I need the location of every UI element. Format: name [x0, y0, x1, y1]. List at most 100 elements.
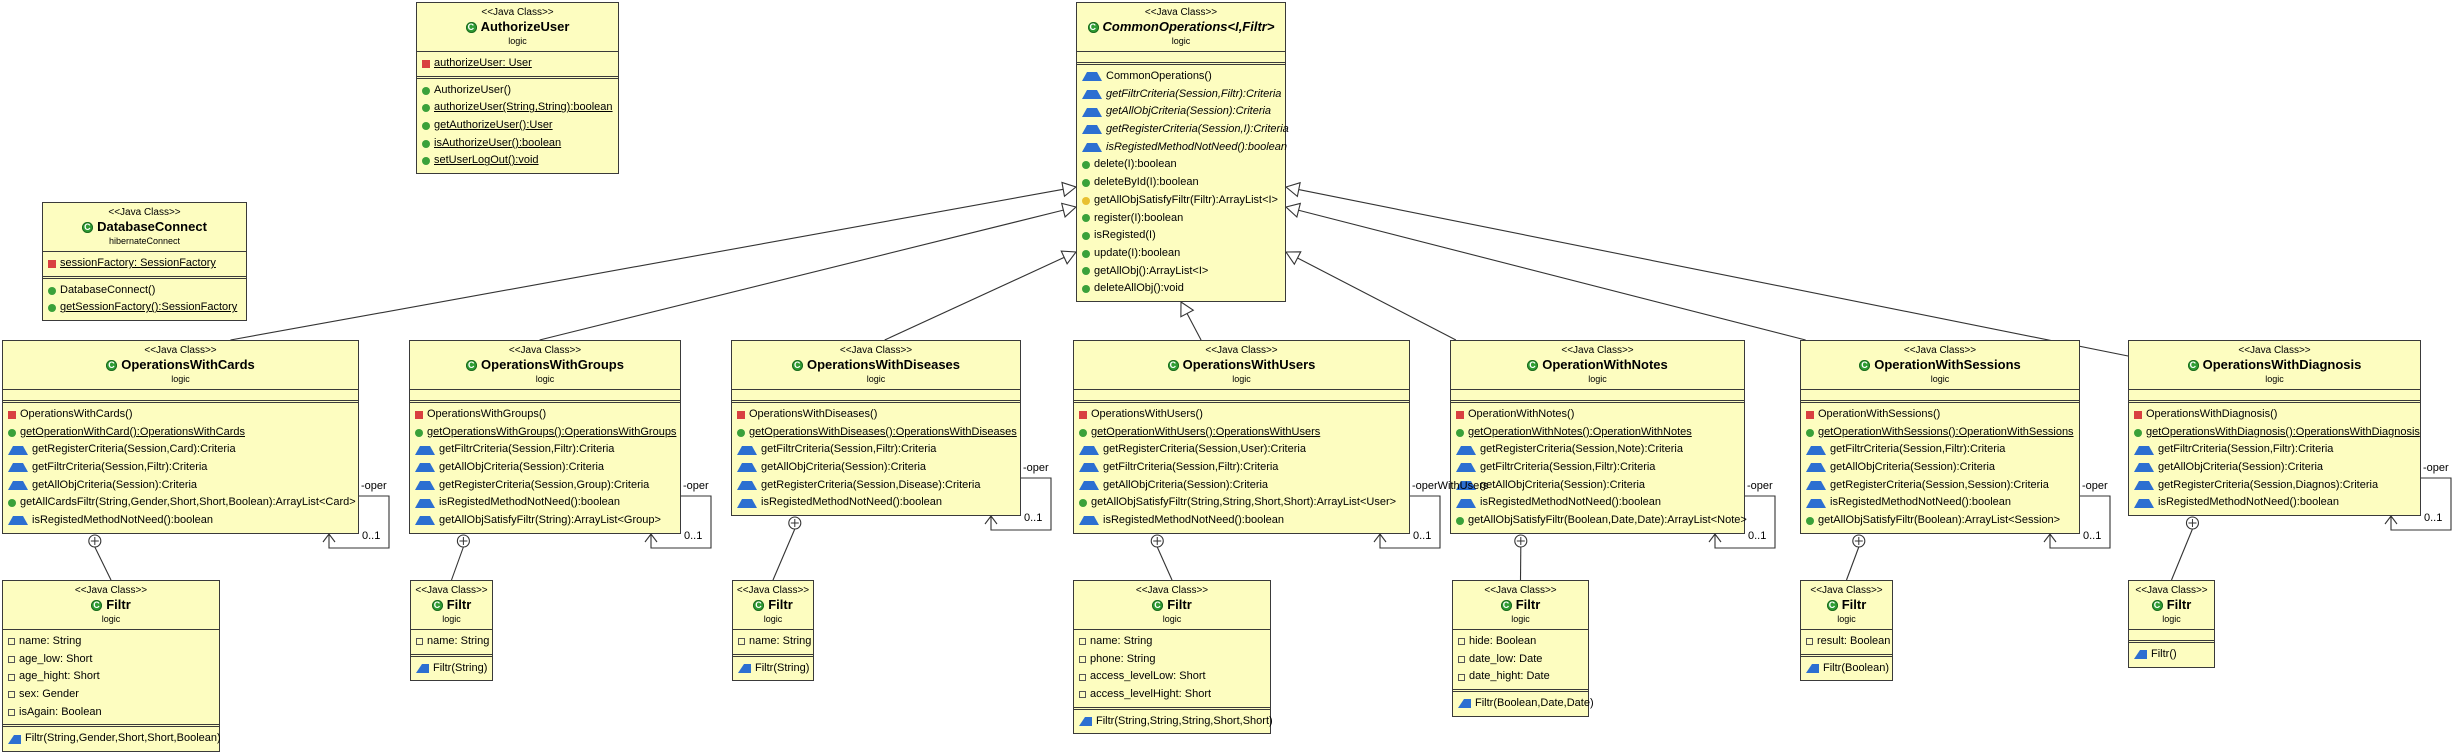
method-row: getOperationsWithDiagnosis():OperationsW… — [2129, 424, 2420, 442]
method-text: getAllObjCriteria(Session):Criteria — [32, 478, 198, 491]
method-text: isRegisted(I) — [1094, 229, 1156, 242]
class-name: OperationsWithGroups — [412, 357, 678, 373]
class-box-diagnosis[interactable]: <<Java Class>>OperationsWithDiagnosislog… — [2128, 340, 2421, 517]
method-text: getOperationsWithDiagnosis():OperationsW… — [2146, 425, 2420, 438]
public-method-icon — [1082, 232, 1090, 241]
method-row: getFiltrCriteria(Session,Filtr):Criteria — [410, 441, 680, 459]
field-row: result: Boolean — [1801, 633, 1892, 651]
field-row: sessionFactory: SessionFactory — [43, 255, 246, 273]
protected-method-icon — [1806, 481, 1826, 491]
protected-method-icon — [1456, 481, 1476, 491]
method-text: isRegistedMethodNotNeed():boolean — [1830, 496, 2011, 509]
protected-method-icon — [1456, 463, 1476, 473]
field-text: result: Boolean — [1817, 635, 1891, 647]
methods-section: Filtr(Boolean,Date,Date) — [1453, 689, 1594, 716]
class-name-text: OperationsWithDiseases — [806, 357, 961, 372]
field-row: date_low: Date — [1453, 651, 1588, 669]
method-text: getAllObjSatisfyFiltr(String,String,Shor… — [1091, 496, 1397, 509]
method-row: OperationWithSessions() — [1801, 406, 2079, 424]
method-row: isAuthorizeUser():boolean — [417, 135, 618, 153]
class-name-text: DatabaseConnect — [97, 219, 207, 234]
method-text: OperationsWithGroups() — [427, 408, 547, 420]
class-name: Filtr — [1455, 597, 1586, 613]
protected-method-icon — [415, 516, 435, 526]
protected-method-icon — [415, 481, 435, 491]
method-row: getFiltrCriteria(Session,Filtr):Criteria — [3, 459, 358, 477]
protected-method-icon — [8, 463, 28, 473]
method-text: getAllObjSatisfyFiltr(Boolean,Date,Date)… — [1468, 514, 1747, 527]
nesting-circle-cards — [88, 534, 102, 548]
method-row: getAllObjSatisfyFiltr(Filtr):ArrayList<I… — [1077, 192, 1285, 210]
class-box-groups[interactable]: <<Java Class>>OperationsWithGroupslogicO… — [409, 340, 681, 534]
class-name-text: AuthorizeUser — [480, 19, 570, 34]
class-box-sessions[interactable]: <<Java Class>>OperationWithSessionslogic… — [1800, 340, 2080, 534]
public-static-method-icon — [1079, 428, 1087, 437]
method-row: DatabaseConnect() — [43, 282, 246, 300]
package-label: logic — [1171, 36, 1191, 46]
method-text: getRegisterCriteria(Session,Group):Crite… — [439, 478, 650, 491]
stereotype-label: <<Java Class>> — [74, 585, 148, 596]
class-box-diseases[interactable]: <<Java Class>>OperationsWithDiseaseslogi… — [731, 340, 1021, 517]
protected-method-icon — [1806, 498, 1826, 508]
protected-abstract-method-icon — [1082, 90, 1102, 100]
method-row: getFiltrCriteria(Session,Filtr):Criteria — [1077, 86, 1285, 104]
class-box-cards[interactable]: <<Java Class>>OperationsWithCardslogicOp… — [2, 340, 359, 534]
field-row: age_low: Short — [3, 651, 219, 669]
class-box-dbconnect[interactable]: <<Java Class>>DatabaseConnecthibernateCo… — [42, 202, 247, 322]
class-header: <<Java Class>>CommonOperations<I,Filtr> l… — [1077, 3, 1285, 51]
class-icon — [1859, 357, 1871, 373]
protected-abstract-method-icon — [1082, 107, 1102, 117]
package-field-icon — [8, 673, 15, 681]
fields-section: authorizeUser: User — [417, 51, 618, 76]
protected-method-icon — [1456, 498, 1476, 508]
methods-section: Filtr() — [2129, 640, 2214, 667]
method-row: getFiltrCriteria(Session,Filtr):Criteria — [2129, 441, 2420, 459]
package-field-icon — [8, 709, 15, 717]
class-box-users[interactable]: <<Java Class>>OperationsWithUserslogicOp… — [1073, 340, 1410, 534]
method-text: Filtr() — [2151, 648, 2177, 660]
private-constructor-icon — [2134, 410, 2142, 419]
stereotype-label: <<Java Class>> — [1144, 7, 1218, 18]
method-text: getAllObjCriteria(Session):Criteria — [1480, 478, 1646, 491]
class-box-authorize[interactable]: <<Java Class>>AuthorizeUserlogicauthoriz… — [416, 2, 619, 175]
method-row: getRegisterCriteria(Session,I):Criteria — [1077, 121, 1289, 139]
method-text: Filtr(String,Gender,Short,Short,Boolean) — [25, 732, 221, 745]
class-name: OperationsWithCards — [5, 357, 356, 373]
method-row: getOperationWithUsers():OperationsWithUs… — [1074, 424, 1409, 442]
method-text: CommonOperations() — [1106, 70, 1212, 82]
stereotype-label: <<Java Class>> — [144, 345, 217, 356]
method-text: getAllObjSatisfyFiltr(Filtr):ArrayList<I… — [1094, 193, 1278, 206]
class-box-common[interactable]: <<Java Class>>CommonOperations<I,Filtr> l… — [1076, 2, 1289, 302]
public-static-method-icon — [737, 428, 745, 437]
method-row: getFiltrCriteria(Session,Filtr):Criteria — [732, 441, 1020, 459]
fields-section: sessionFactory: SessionFactory — [43, 251, 246, 276]
class-icon — [1826, 597, 1838, 613]
nesting-line-cards — [94, 546, 112, 581]
stereotype-label: <<Java Class>> — [1484, 585, 1557, 596]
class-name-text: CommonOperations<I,Filtr> — [1102, 19, 1275, 34]
package-field-icon — [1079, 638, 1086, 646]
package-label: logic — [508, 36, 527, 46]
class-icon — [1087, 19, 1099, 35]
class-header: <<Java Class>>DatabaseConnecthibernateCo… — [43, 203, 246, 251]
class-box-notes[interactable]: <<Java Class>>OperationWithNoteslogicOpe… — [1450, 340, 1747, 534]
protected-method-icon — [415, 445, 435, 455]
nesting-circle-sessions — [1852, 534, 1866, 548]
fields-section — [2129, 629, 2214, 640]
class-icon — [82, 219, 94, 235]
public-static-method-icon — [422, 121, 430, 130]
generalization-arrowhead-groups — [1060, 202, 1078, 218]
package-field-icon — [8, 638, 15, 646]
method-row: getRegisterCriteria(Session,Diagnos):Cri… — [2129, 477, 2420, 495]
self-association-arrow-groups — [644, 533, 658, 543]
method-text: getFiltrCriteria(Session,Filtr):Criteria — [1106, 87, 1282, 100]
method-text: isRegistedMethodNotNeed():boolean — [32, 514, 213, 527]
